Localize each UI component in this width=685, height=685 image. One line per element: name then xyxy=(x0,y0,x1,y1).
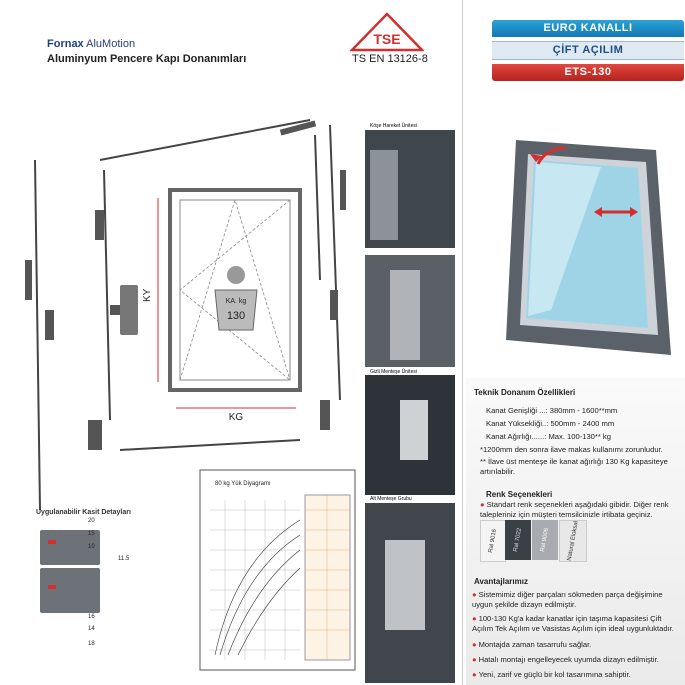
dim-16: 16 xyxy=(88,614,95,620)
advantages-title: Avantajlarımız xyxy=(474,577,528,586)
dim-15: 15 xyxy=(88,531,95,537)
spec-note-1: *1200mm den sonra ilave makas kullanımı … xyxy=(480,445,663,454)
window-product-photo xyxy=(506,140,671,355)
photo-caption-bottom-hinge: Alt Menteşe Grubu xyxy=(370,496,412,502)
tse-logo: TSE xyxy=(350,12,424,52)
spec-line-width: Kanat Genişliği ...: 380mm - 1600**mm xyxy=(486,406,618,415)
swatch-ral-7022: Ral 7022 xyxy=(505,520,531,560)
brand-name: Fornax AluMotion xyxy=(47,38,136,50)
photo-caption-corner: Köşe Hareket Ünitesi xyxy=(370,122,417,129)
advantage-5: ●Yeni, zarif ve güçlü bir kol tasarımına… xyxy=(472,670,631,679)
spec-line-weight: Kanat Ağırlığı......: Max. 100-130** kg xyxy=(486,432,611,441)
banner-ets-130: ETS-130 xyxy=(492,64,684,81)
dim-14: 14 xyxy=(88,626,95,632)
advantage-3: ●Montajda zaman tasarrufu sağlar. xyxy=(472,640,592,649)
colors-title: Renk Seçenekleri xyxy=(486,490,553,499)
dim-kg: KG xyxy=(229,412,244,423)
dim-ky: KY xyxy=(142,288,153,302)
spec-note-2: ** İlave üst menteşe ile kanat ağırlığı … xyxy=(480,457,668,476)
weight-unit: KA. kg xyxy=(226,298,247,305)
detail-caption: Uygulanabilir Kasit Detayları xyxy=(36,509,131,516)
spec-line-height: Kanat Yüksekliği..: 500mm - 2400 mm xyxy=(486,419,615,428)
brochure-left-panel: Fornax AluMotion Aluminyum Pencere Kapı … xyxy=(25,0,463,685)
product-info-panel: EURO KANALLI ÇİFT AÇILIM ETS-130 Teknik … xyxy=(466,0,685,685)
banner-euro-kanalli: EURO KANALLI xyxy=(492,20,684,37)
swatch-ral-9006: Ral 9006 xyxy=(532,520,558,560)
specs-title: Teknik Donanım Özellikleri xyxy=(474,388,576,397)
load-chart-title: 80 kg Yük Diyagramı xyxy=(215,481,271,487)
photo-caption-hidden-hinge: Gizli Menteşe Ünitesi xyxy=(370,368,417,375)
advantage-2: ●100-130 Kg'a kadar kanatlar için taşıma… xyxy=(472,614,674,633)
swatch-natural-eloksal: Natural Eloksal xyxy=(559,520,587,562)
dim-11-5: 11.5 xyxy=(118,556,130,562)
hardware-exploded-drawing: KA. kg 130 KY KG Uygulanabilir Kasit Det… xyxy=(25,119,455,683)
dim-18: 18 xyxy=(88,641,95,647)
swatch-ral-9016: Ral 9016 xyxy=(480,520,506,562)
advantage-1: ●Sistemimiz diğer parçaları sökmeden par… xyxy=(472,590,663,609)
colors-description: ●Standart renk seçenekleri aşağıdaki gib… xyxy=(480,500,669,519)
weight-value: 130 xyxy=(227,310,245,322)
dim-10: 10 xyxy=(88,544,95,550)
tse-logo-text: TSE xyxy=(373,31,400,47)
dim-20: 20 xyxy=(88,518,95,524)
brochure-subtitle: Aluminyum Pencere Kapı Donanımları xyxy=(47,53,247,65)
standard-code: TS EN 13126-8 xyxy=(352,53,428,65)
advantage-4: ●Hatalı montajı engelleyecek uyumda diza… xyxy=(472,655,659,664)
banner-cift-acilim: ÇİFT AÇILIM xyxy=(492,41,684,60)
